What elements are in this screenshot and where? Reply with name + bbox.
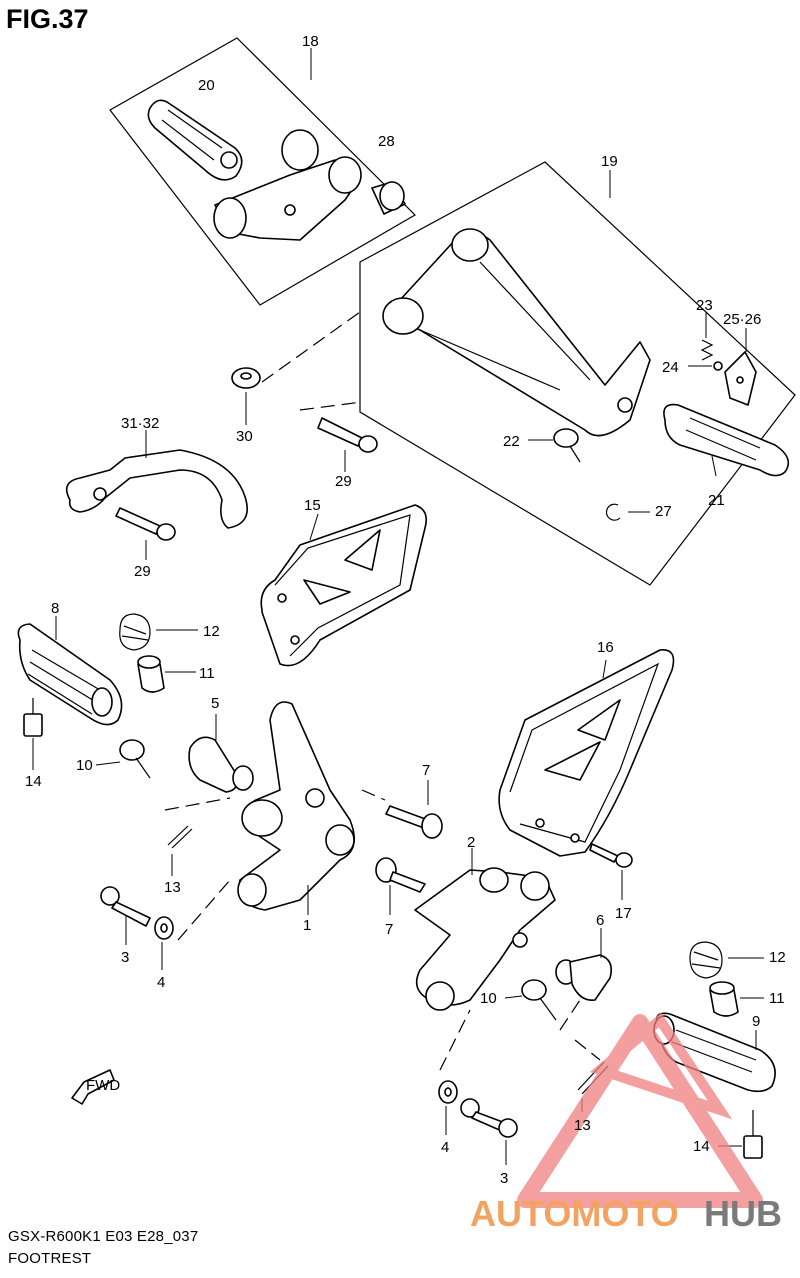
callout-3-left: 3: [121, 949, 129, 966]
callout-12-right: 12: [769, 949, 786, 966]
callout-16: 16: [597, 639, 614, 656]
callout-23: 23: [696, 297, 713, 314]
callout-24: 24: [662, 359, 679, 376]
bolt-part-3-left: [100, 886, 151, 945]
callout-12-left: 12: [203, 623, 220, 640]
callout-5: 5: [211, 695, 219, 712]
heel-plate-part-15: [260, 504, 428, 667]
stopper-bolt-part-14-left: [23, 698, 43, 770]
washer-part-4-right: [438, 1080, 458, 1135]
heel-plate-part-16: [498, 649, 675, 857]
footpeg-part-8: [17, 616, 123, 726]
callout-31-32: 31·32: [121, 415, 159, 432]
footpeg-bracket-part-5: [188, 714, 254, 793]
washer-part-4-left: [154, 916, 174, 970]
bolt-part-7-right: [375, 857, 426, 915]
rear-set-bracket-part-2: [414, 848, 556, 1011]
figure-title: FIG.37: [6, 4, 89, 34]
bolt-part-29: [115, 507, 176, 560]
plate-part-25-26: [724, 328, 757, 406]
kit-18-frame: [109, 37, 416, 306]
callout-28: 28: [378, 133, 395, 150]
kit-19-frame: [359, 161, 796, 586]
callout-30: 30: [236, 428, 253, 445]
callout-14-right: 14: [693, 1138, 710, 1155]
cotter-pin-part-13-left: [167, 825, 193, 876]
callout-3-right: 3: [500, 1170, 508, 1187]
callout-29-kit: 29: [335, 473, 352, 490]
collar-part-28: [371, 181, 406, 215]
screw-part-17: [589, 843, 633, 900]
nut-part-30: [231, 367, 261, 425]
footpeg-bracket-part-6: [555, 928, 613, 1001]
callout-4-right: 4: [441, 1139, 449, 1156]
watermark-word-right: HUB: [704, 1193, 782, 1234]
callout-9: 9: [752, 1013, 760, 1030]
pin-part-10-right: [504, 979, 557, 1021]
callout-1: 1: [303, 917, 311, 934]
callout-13-right: 13: [574, 1117, 591, 1134]
callout-15: 15: [304, 497, 321, 514]
callout-14-left: 14: [25, 773, 42, 790]
rear-set-bracket: [382, 228, 651, 437]
bolt-part-29-kit: [317, 417, 378, 472]
callout-6: 6: [596, 912, 604, 929]
callout-13-left: 13: [164, 879, 181, 896]
callout-4-left: 4: [157, 974, 165, 991]
fwd-label: FWD: [86, 1077, 120, 1094]
callout-19: 19: [601, 153, 618, 170]
pin-part-22: [528, 428, 581, 463]
watermark-word-left: AUTOMOTO: [470, 1193, 679, 1234]
callout-11-left: 11: [199, 665, 215, 682]
watermark-logo: [517, 1012, 763, 1208]
callout-22: 22: [503, 433, 520, 450]
collar-part-11-left: [137, 655, 196, 693]
callout-17: 17: [615, 905, 632, 922]
model-code-label: GSX-R600K1 E03 E28_037: [8, 1228, 199, 1245]
footpeg-rubber-part-20: [147, 99, 243, 181]
callout-2: 2: [467, 834, 475, 851]
footpeg-part-21: [663, 403, 790, 477]
collar-part-11-right: [709, 981, 764, 1017]
callout-20: 20: [198, 77, 215, 94]
callout-18: 18: [302, 33, 319, 50]
bolt-part-7-left: [385, 780, 443, 839]
spring-part-12-left: [119, 613, 198, 651]
callout-25-26: 25·26: [723, 311, 761, 328]
heel-guard-part-31-32: [65, 430, 248, 529]
callout-10-left: 10: [76, 757, 93, 774]
callout-29: 29: [134, 563, 151, 580]
callout-11-right: 11: [769, 990, 785, 1007]
callout-21: 21: [708, 492, 725, 509]
callout-27: 27: [655, 503, 672, 520]
spring-part-12-right: [689, 941, 764, 979]
pin-part-10-left: [95, 739, 151, 779]
forward-direction-arrow: FWD: [71, 1069, 120, 1105]
callout-7-left: 7: [422, 762, 430, 779]
callout-8: 8: [51, 600, 59, 617]
kit-bracket-assembly: [213, 129, 362, 241]
callout-7-right: 7: [385, 921, 393, 938]
clip-part-27: [605, 503, 650, 521]
spring-part-23: [700, 312, 714, 361]
rear-set-bracket-part-1: [237, 701, 356, 915]
section-name-label: FOOTREST: [8, 1250, 92, 1267]
bolt-part-3-right: [460, 1098, 518, 1165]
ball-part-24: [688, 361, 723, 371]
callout-10-right: 10: [480, 990, 497, 1007]
